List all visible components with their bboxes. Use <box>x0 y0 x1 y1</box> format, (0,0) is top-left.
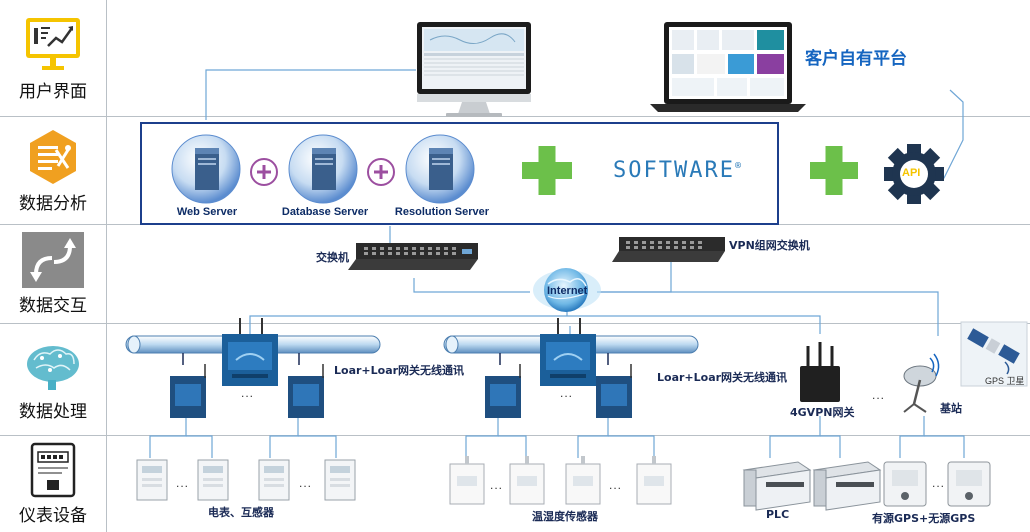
exchange-arrows-icon <box>22 232 84 288</box>
registered-mark: ® <box>734 160 743 172</box>
resolution-server-label: Resolution Server <box>394 206 490 218</box>
meter-label: 电表、互感器 <box>208 506 274 519</box>
ellipsis: ... <box>241 386 255 400</box>
laptop <box>650 22 806 112</box>
row-divider <box>0 116 1030 117</box>
switch-label: 交换机 <box>316 251 349 264</box>
ellipsis: ... <box>932 476 946 490</box>
temp-humidity-sensor-icon <box>636 456 672 505</box>
api-gear-icon <box>884 144 944 204</box>
vpn-gateway-icon <box>800 342 840 402</box>
connection-lines <box>149 69 965 458</box>
gps-label: GPS 卫星 <box>985 376 1025 386</box>
layer-column: 用户界面 数据分析 数据交互 <box>0 0 106 532</box>
vpn-switch-label: VPN组网交换机 <box>729 239 810 252</box>
row-label: 仪表设备 <box>19 506 87 526</box>
plus-purple-icon <box>367 158 395 186</box>
base-station-icon <box>903 353 940 413</box>
ellipsis: ... <box>176 476 190 490</box>
software-label: SOFTWARE <box>613 158 735 183</box>
plc-icon <box>742 461 812 511</box>
lora-node-icon <box>170 364 206 418</box>
lora-node-icon <box>485 364 521 418</box>
web-server-icon <box>171 134 241 204</box>
brain-icon <box>27 346 79 390</box>
electric-meter-icon <box>324 459 356 501</box>
lora-gateway-icon <box>540 318 596 386</box>
platform-label: 客户自有平台 <box>805 49 907 69</box>
row-user-interface: 用户界面 <box>0 2 106 114</box>
gps-satellite-icon <box>960 321 1028 387</box>
lora-gateway-icon <box>222 318 278 386</box>
plc-label: PLC <box>766 508 790 521</box>
database-server-label: Database Server <box>281 206 369 218</box>
plus-green-icon <box>522 146 572 195</box>
software-logo: SOFTWARE® <box>613 158 743 183</box>
electric-meter-icon <box>197 459 229 501</box>
database-server-icon <box>288 134 358 204</box>
ellipsis: ... <box>299 476 313 490</box>
row-label: 用户界面 <box>19 82 87 102</box>
lora-node-icon <box>596 364 632 418</box>
ellipsis: ... <box>490 478 504 492</box>
lora-label: Loar+Loar网关无线通讯 <box>657 371 788 384</box>
row-label: 数据处理 <box>19 402 87 422</box>
column-divider <box>106 0 107 532</box>
row-meter-device: 仪表设备 <box>0 436 106 532</box>
ellipsis: ... <box>609 478 623 492</box>
electric-meter-icon <box>258 459 290 501</box>
api-label: API <box>902 167 921 179</box>
temp-humidity-sensor-icon <box>565 456 601 505</box>
plus-purple-icon <box>250 158 278 186</box>
internet-globe-icon <box>533 268 601 312</box>
plus-green-icon <box>810 146 858 195</box>
ellipsis: ... <box>872 388 886 402</box>
desktop-monitor <box>417 22 531 117</box>
row-data-processing: 数据处理 <box>0 326 106 434</box>
row-label: 数据交互 <box>19 296 87 316</box>
vpn-gateway-label: 4GVPN网关 <box>790 406 855 419</box>
gps-device-label: 有源GPS+无源GPS <box>872 512 976 525</box>
vpn-switch-icon <box>612 237 725 262</box>
gps-device-icon <box>947 461 991 507</box>
chart-board-icon <box>26 18 80 70</box>
base-station-label: 基站 <box>940 402 962 415</box>
plc-icon <box>812 461 882 511</box>
row-divider <box>0 323 1030 324</box>
tools-list-icon <box>30 130 76 184</box>
resolution-server-icon <box>405 134 475 204</box>
row-data-analysis: 数据分析 <box>0 118 106 224</box>
gps-device-icon <box>883 461 927 507</box>
meter-icon <box>30 442 76 498</box>
sensor-label: 温湿度传感器 <box>532 510 598 523</box>
row-label: 数据分析 <box>19 194 87 214</box>
row-data-interaction: 数据交互 <box>0 226 106 322</box>
lora-label: Loar+Loar网关无线通讯 <box>334 364 465 377</box>
temp-humidity-sensor-icon <box>509 456 545 505</box>
web-server-label: Web Server <box>176 206 238 218</box>
electric-meter-icon <box>136 459 168 501</box>
lora-node-icon <box>288 364 324 418</box>
network-switch-icon <box>348 243 478 270</box>
ellipsis: ... <box>560 386 574 400</box>
internet-label: Internet <box>547 285 588 297</box>
temp-humidity-sensor-icon <box>449 456 485 505</box>
